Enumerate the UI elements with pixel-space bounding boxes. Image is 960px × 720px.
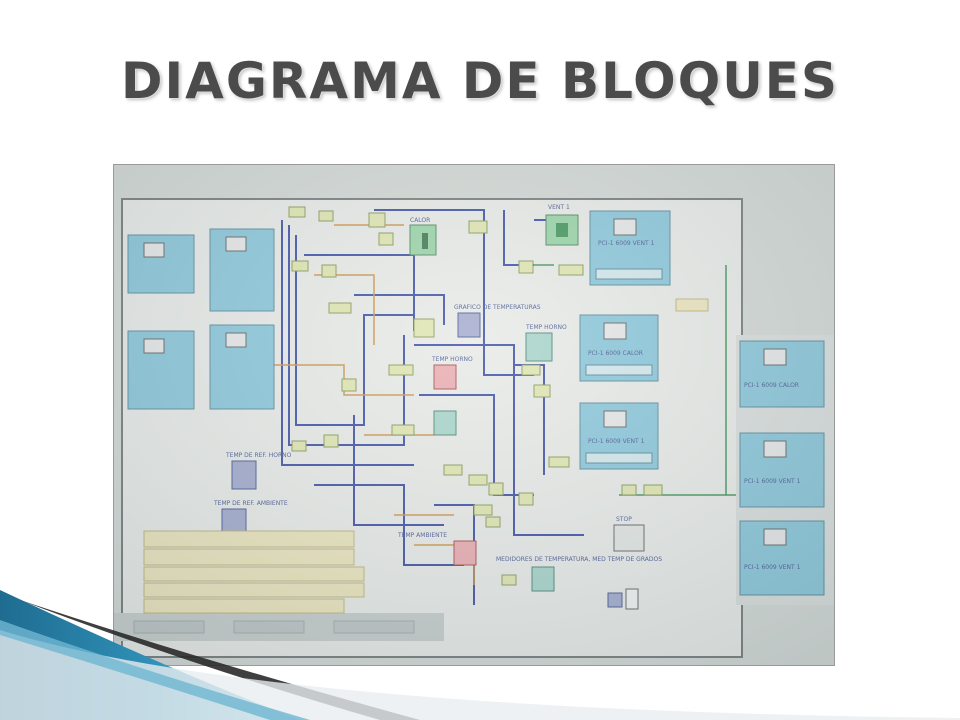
- slide-decoration: [0, 590, 960, 720]
- block-diagram-photo: CALOR VENT 1 PCI-1 6009 VENT 1 GRAFICO D…: [113, 164, 835, 666]
- slide-title: DIAGRAMA DE BLOQUES: [121, 52, 839, 110]
- block-diagram-canvas: CALOR VENT 1 PCI-1 6009 VENT 1 GRAFICO D…: [114, 165, 834, 665]
